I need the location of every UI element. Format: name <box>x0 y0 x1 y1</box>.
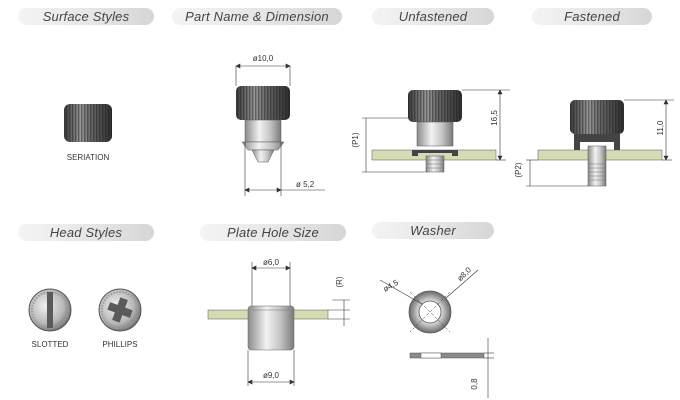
seriation-caption: SERIATION <box>67 153 110 162</box>
p2-dimension <box>526 159 588 187</box>
r-dimension <box>328 299 350 326</box>
p2-label: (P2) <box>514 162 523 177</box>
p1-dimension <box>362 117 426 173</box>
hole-diameter-top-label: ø6,0 <box>263 258 280 267</box>
header-part-name-dimension: Part Name & Dimension <box>172 8 342 25</box>
thread-diameter-dimension <box>244 142 325 196</box>
r-label: (R) <box>335 276 344 287</box>
washer-diameter-leaders <box>379 269 479 305</box>
header-plate-hole-size: Plate Hole Size <box>200 224 346 241</box>
phillips-head-icon <box>98 288 142 332</box>
phillips-caption: PHILLIPS <box>102 340 137 349</box>
washer-thickness-label: 0,8 <box>470 378 479 390</box>
washer-front-view <box>408 290 452 334</box>
height-fastened-label: 11,0 <box>656 120 665 136</box>
p1-label: (P1) <box>351 132 360 147</box>
header-unfastened: Unfastened <box>372 8 494 25</box>
head-diameter-dimension <box>235 63 291 86</box>
height-unfastened-dimension <box>462 89 510 161</box>
seriation-knob <box>64 104 112 142</box>
head-diameter-label: ø10,0 <box>253 54 274 63</box>
unfastened-assembly <box>371 90 497 173</box>
washer-inner-label: ø4,5 <box>382 278 401 294</box>
thread-diameter-label: ø 5,2 <box>296 180 315 189</box>
hole-diameter-top-dimension <box>251 262 291 306</box>
height-fastened-dimension <box>624 99 674 161</box>
washer-side-view <box>409 352 485 359</box>
header-head-styles: Head Styles <box>18 224 154 241</box>
washer-outer-label: ø8,0 <box>455 265 473 283</box>
washer-thickness-dimension <box>484 338 494 398</box>
header-washer: Washer <box>372 222 494 239</box>
plate-hole-drawing <box>207 305 329 351</box>
slotted-caption: SLOTTED <box>32 340 69 349</box>
hole-diameter-bottom-label: ø9,0 <box>263 371 280 380</box>
slotted-head-icon <box>28 288 72 332</box>
header-surface-styles: Surface Styles <box>18 8 154 25</box>
header-fastened: Fastened <box>532 8 652 25</box>
height-unfastened-label: 16,5 <box>490 110 499 126</box>
captive-screw-part <box>236 86 290 163</box>
fastened-assembly <box>537 100 663 187</box>
hole-diameter-bottom-dimension <box>247 350 295 386</box>
